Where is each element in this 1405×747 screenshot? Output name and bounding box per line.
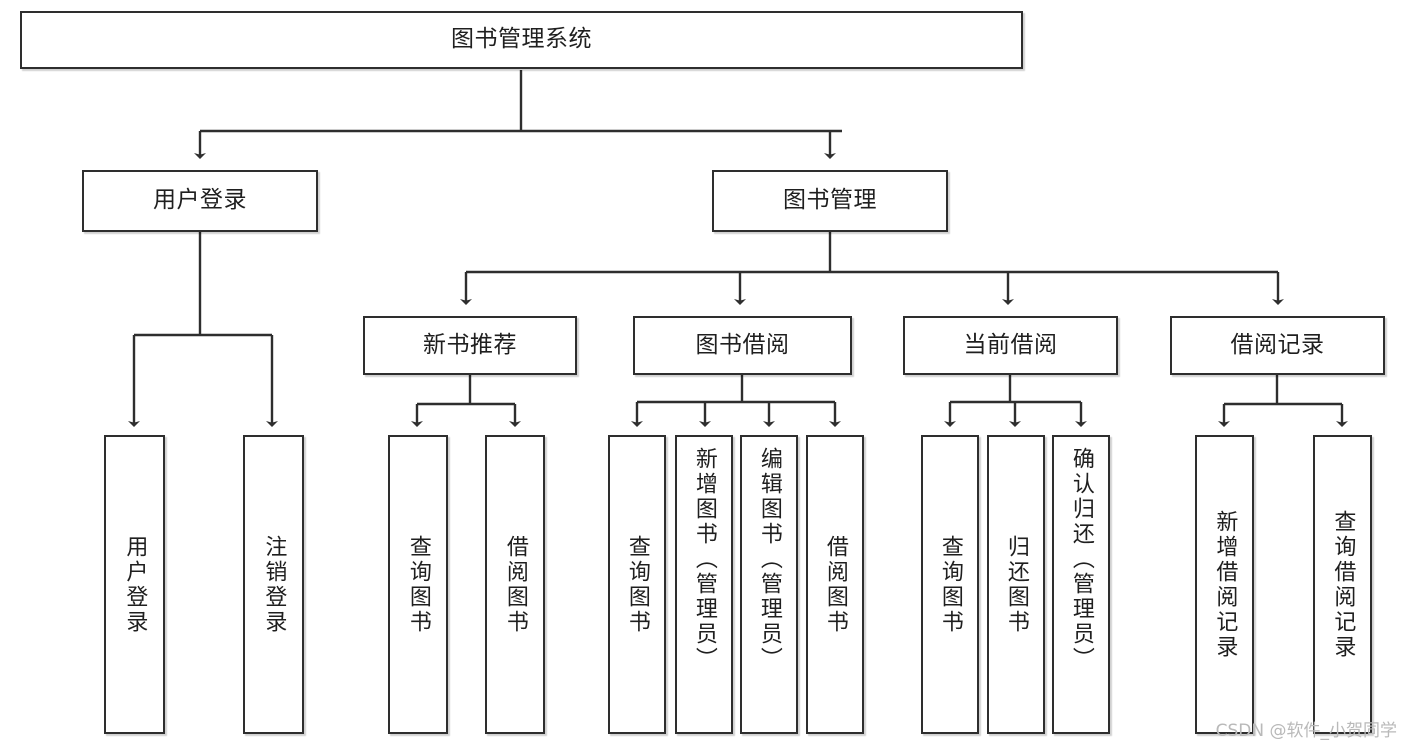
node-current-borrow-label: 当前借阅: [963, 331, 1058, 358]
node-leaf-edit-book-label: 编辑图书（管理员）: [756, 447, 782, 672]
node-leaf-borrow-book-1-label: 借阅图书: [502, 534, 528, 635]
node-leaf-confirm-return[interactable]: 确认归还（管理员）: [1052, 435, 1110, 734]
node-new-book-recommend-label: 新书推荐: [423, 331, 517, 358]
node-user-login-label: 用户登录: [153, 187, 247, 214]
node-leaf-borrow-book-2-label: 借阅图书: [822, 534, 848, 635]
node-book-manage-label: 图书管理: [783, 187, 877, 214]
node-leaf-query-book-3[interactable]: 查询图书: [921, 435, 979, 734]
node-current-borrow[interactable]: 当前借阅: [903, 316, 1118, 375]
node-leaf-add-book[interactable]: 新增图书（管理员）: [675, 435, 733, 734]
node-leaf-return-book[interactable]: 归还图书: [987, 435, 1045, 734]
node-new-book-recommend[interactable]: 新书推荐: [363, 316, 577, 375]
node-leaf-query-book-2-label: 查询图书: [624, 534, 650, 635]
node-leaf-query-borrow-record[interactable]: 查询借阅记录: [1313, 435, 1372, 734]
node-leaf-add-book-label: 新增图书（管理员）: [691, 447, 717, 672]
node-leaf-query-book-3-label: 查询图书: [937, 534, 963, 635]
node-leaf-borrow-book-2[interactable]: 借阅图书: [806, 435, 864, 734]
node-leaf-add-borrow-record[interactable]: 新增借阅记录: [1195, 435, 1254, 734]
node-leaf-confirm-return-label: 确认归还（管理员）: [1068, 447, 1094, 672]
node-root-system-label: 图书管理系统: [451, 26, 592, 53]
node-leaf-user-login-label: 用户登录: [122, 534, 148, 635]
node-leaf-query-book-1-label: 查询图书: [405, 534, 431, 635]
node-leaf-user-login[interactable]: 用户登录: [104, 435, 165, 734]
node-book-borrow[interactable]: 图书借阅: [633, 316, 852, 375]
node-borrow-record-label: 借阅记录: [1230, 331, 1325, 358]
node-leaf-query-borrow-record-label: 查询借阅记录: [1330, 509, 1356, 660]
node-leaf-query-book-2[interactable]: 查询图书: [608, 435, 666, 734]
node-borrow-record[interactable]: 借阅记录: [1170, 316, 1385, 375]
node-leaf-user-logout[interactable]: 注销登录: [243, 435, 304, 734]
node-book-borrow-label: 图书借阅: [695, 331, 790, 358]
node-user-login[interactable]: 用户登录: [82, 170, 318, 232]
node-book-manage[interactable]: 图书管理: [712, 170, 948, 232]
node-leaf-return-book-label: 归还图书: [1003, 534, 1029, 635]
node-leaf-edit-book[interactable]: 编辑图书（管理员）: [740, 435, 798, 734]
node-root-system[interactable]: 图书管理系统: [20, 11, 1023, 69]
node-leaf-borrow-book-1[interactable]: 借阅图书: [485, 435, 545, 734]
node-leaf-user-logout-label: 注销登录: [261, 534, 287, 635]
node-leaf-add-borrow-record-label: 新增借阅记录: [1212, 509, 1238, 660]
node-leaf-query-book-1[interactable]: 查询图书: [388, 435, 448, 734]
watermark: CSDN @软件_小贺同学: [1215, 721, 1397, 741]
